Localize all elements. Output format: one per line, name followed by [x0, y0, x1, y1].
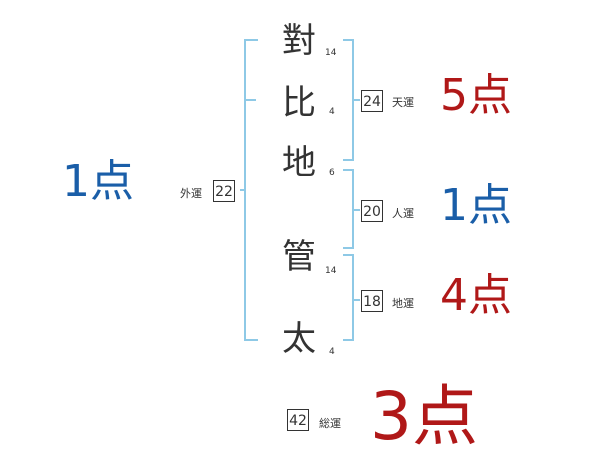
stroke-count-4: 14	[325, 266, 337, 276]
chikaku-bracket	[343, 254, 360, 341]
stroke-count-3: 6	[329, 168, 335, 178]
soukaku-value-box: 42	[287, 409, 309, 431]
tenkaku-value-box: 24	[361, 90, 383, 112]
jinkaku-value-box: 20	[361, 200, 383, 222]
jinkaku-bracket	[343, 169, 360, 249]
gaikaku-value-box: 22	[213, 180, 235, 202]
gaikaku-score: 1点	[62, 156, 134, 207]
chikaku-score: 4点	[440, 270, 512, 321]
soukaku-label: 総運	[319, 417, 341, 430]
stroke-count-1: 14	[325, 48, 337, 58]
name-char-4: 管	[282, 237, 316, 277]
tenkaku-bracket	[343, 39, 360, 161]
soukaku-score: 3点	[370, 378, 478, 455]
tenkaku-label: 天運	[392, 96, 414, 109]
gaikaku-bracket	[240, 39, 258, 341]
jinkaku-label: 人運	[392, 207, 414, 220]
name-char-2: 比	[282, 83, 316, 123]
stroke-count-5: 4	[329, 347, 335, 357]
chikaku-label: 地運	[392, 297, 414, 310]
name-char-1: 對	[282, 21, 316, 61]
name-char-3: 地	[282, 143, 316, 183]
jinkaku-score: 1点	[440, 180, 512, 231]
stroke-count-2: 4	[329, 107, 335, 117]
chikaku-value-box: 18	[361, 290, 383, 312]
gaikaku-label: 外運	[180, 187, 202, 200]
name-char-5: 太	[282, 319, 316, 359]
tenkaku-score: 5点	[440, 70, 512, 121]
